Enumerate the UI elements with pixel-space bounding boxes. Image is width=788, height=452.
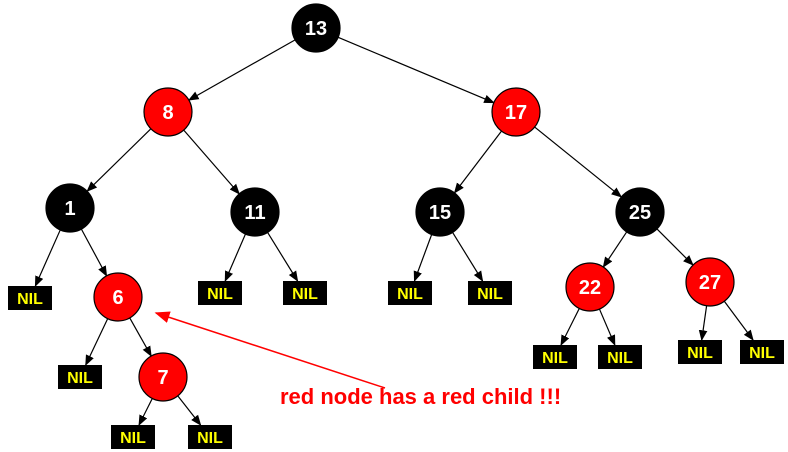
red-node-circle [565,262,615,312]
node-label: 15 [429,202,451,224]
nil-box [198,281,242,305]
tree-node-11: 11 [230,187,280,237]
tree-node-27: 27 [685,257,735,307]
black-node-circle [230,187,280,237]
edge-n27-nil_j [723,300,754,341]
tree-node-7: 7 [138,352,188,402]
tree-node-15: 15 [415,187,465,237]
tree-node-22: 22 [565,262,615,312]
nil-leaf: NIL [678,340,722,364]
node-label: 17 [505,102,527,124]
black-node-circle [291,3,341,53]
edge-n8-n1 [86,128,152,192]
nil-box [388,281,432,305]
black-node-circle [615,187,665,237]
nil-box [8,286,52,310]
nil-box [740,340,784,364]
nil-leaf: NIL [388,281,432,305]
nil-leaf: NIL [58,365,102,389]
edge-n13-n8 [187,39,296,101]
node-label: 22 [579,277,601,299]
tree-node-25: 25 [615,187,665,237]
edge-n15-nil_e [452,232,484,282]
edge-n6-n7 [129,317,152,358]
node-label: 1 [64,198,75,220]
tree-node-6: 6 [93,272,143,322]
black-node-circle [45,183,95,233]
edge-n7-nil_k [138,398,153,426]
tree-node-1: 1 [45,183,95,233]
red-node-circle [93,272,143,322]
nil-box [468,281,512,305]
nil-label: NIL [197,430,223,447]
node-label: 25 [629,202,651,224]
edge-n25-n22 [602,231,628,268]
edge-n25-n27 [656,228,694,266]
edge-n27-nil_i [698,305,708,342]
nil-leaf: NIL [188,425,232,449]
nil-label: NIL [67,370,93,387]
nil-box [678,340,722,364]
nil-box [533,345,577,369]
node-label: 11 [244,202,265,224]
black-node-circle [415,187,465,237]
nil-leaf: NIL [198,281,242,305]
nil-box [598,345,642,369]
edge-n11-nil_c [267,232,299,282]
nil-leaf: NIL [468,281,512,305]
tree-node-8: 8 [143,87,193,137]
nil-label: NIL [542,350,568,367]
nil-box [111,425,155,449]
node-label: 8 [162,102,173,124]
nil-box [188,425,232,449]
nil-leaf: NIL [533,345,577,369]
annotation: red node has a red child !!! [154,311,561,409]
red-node-circle [685,257,735,307]
nil-box [58,365,102,389]
edges [34,36,754,426]
tree-node-13: 13 [291,3,341,53]
nil-label: NIL [17,291,43,308]
edge-n1-n6 [80,228,108,277]
edge-n11-nil_b [224,233,247,282]
edge-n6-nil_f [85,318,109,366]
nil-leaf: NIL [598,345,642,369]
edge-n7-nil_l [177,395,202,426]
nil-label: NIL [687,345,713,362]
annotation-arrow [154,311,386,389]
edge-n8-n11 [183,129,240,195]
annotation-text: red node has a red child !!! [280,384,561,409]
red-node-circle [491,87,541,137]
nil-leaf: NIL [111,425,155,449]
nil-label: NIL [477,286,503,303]
nil-label: NIL [397,286,423,303]
edge-n13-n17 [337,36,495,104]
nil-box [283,281,327,305]
nil-leaf: NIL [8,286,52,310]
node-label: 27 [699,272,721,294]
node-label: 7 [157,367,168,389]
nil-label: NIL [607,350,633,367]
edge-n15-nil_d [413,234,433,283]
node-label: 6 [112,287,123,309]
nil-label: NIL [207,286,233,303]
node-label: 13 [305,18,327,40]
tree-node-17: 17 [491,87,541,137]
edge-n1-nil_a [34,229,61,287]
nil-leaf: NIL [740,340,784,364]
edge-n17-n15 [453,130,502,194]
edge-n22-nil_g [560,308,580,346]
edge-n22-nil_h [598,308,616,346]
nil-label: NIL [749,345,775,362]
nil-leaf: NIL [283,281,327,305]
nil-label: NIL [120,430,146,447]
nil-label: NIL [292,286,318,303]
edge-n17-n25 [534,126,623,198]
red-node-circle [138,352,188,402]
red-node-circle [143,87,193,137]
